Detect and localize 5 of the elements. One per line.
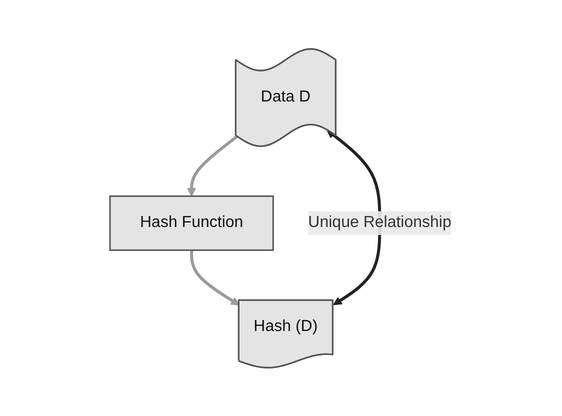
edge-label: Unique Relationship [308, 214, 452, 231]
arrow [326, 129, 382, 305]
arrow [188, 134, 238, 196]
arrow [190, 250, 240, 306]
node-box: Hash Function [110, 195, 274, 251]
